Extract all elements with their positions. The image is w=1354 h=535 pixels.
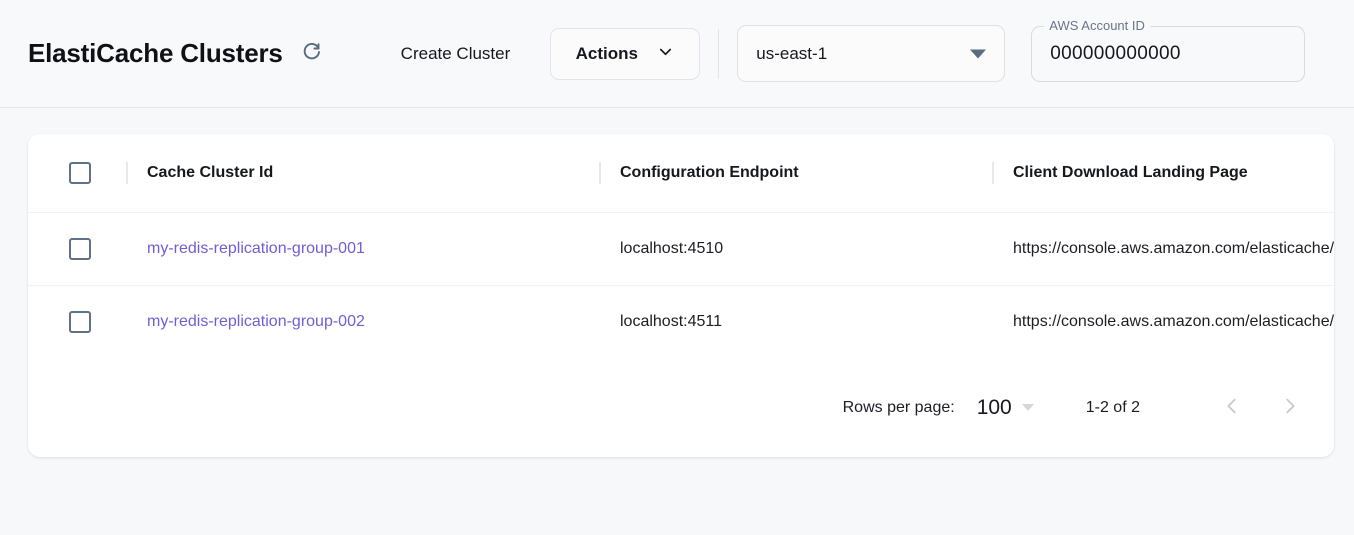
header-divider: [718, 29, 719, 79]
select-all-cell: [28, 162, 126, 184]
refresh-button[interactable]: [297, 39, 327, 69]
chevron-left-icon: [1221, 395, 1243, 420]
table-header-row: Cache Cluster Id Configuration Endpoint …: [28, 134, 1334, 212]
row-checkbox[interactable]: [69, 238, 91, 260]
actions-button-label: Actions: [576, 44, 638, 64]
clusters-table-card: Cache Cluster Id Configuration Endpoint …: [28, 134, 1334, 457]
caret-down-icon: [1022, 404, 1034, 411]
row-select-cell: [28, 311, 126, 333]
aws-account-id-input[interactable]: [1048, 42, 1288, 66]
cell-cache-cluster-id: my-redis-replication-group-002: [147, 313, 599, 331]
row-divider-spacer: [126, 238, 128, 260]
cluster-id-link[interactable]: my-redis-replication-group-001: [147, 240, 365, 257]
column-header-cache-cluster-id[interactable]: Cache Cluster Id: [147, 164, 599, 182]
aws-account-id-label: AWS Account ID: [1044, 19, 1150, 33]
region-select[interactable]: us-east-1: [737, 25, 1005, 82]
aws-account-id-field[interactable]: AWS Account ID: [1031, 26, 1305, 82]
pagination-range-label: 1-2 of 2: [1086, 399, 1140, 417]
row-checkbox[interactable]: [69, 311, 91, 333]
row-divider-spacer: [992, 311, 994, 333]
table-pagination: Rows per page: 100 1-2 of 2: [28, 358, 1334, 457]
page-title: ElastiCache Clusters: [28, 38, 283, 69]
previous-page-button[interactable]: [1210, 386, 1254, 430]
row-divider-spacer: [126, 311, 128, 333]
column-divider: [599, 162, 601, 184]
actions-button[interactable]: Actions: [550, 28, 700, 80]
cell-cache-cluster-id: my-redis-replication-group-001: [147, 240, 599, 258]
rows-per-page-select[interactable]: 100: [977, 396, 1034, 420]
chevron-down-icon: [656, 42, 675, 66]
app-header: ElastiCache Clusters Create Cluster Acti…: [0, 0, 1354, 108]
cell-client-download-landing-page: https://console.aws.amazon.com/elasticac…: [1013, 240, 1334, 258]
table-row[interactable]: my-redis-replication-group-002 localhost…: [28, 285, 1334, 358]
chevron-right-icon: [1279, 395, 1301, 420]
rows-per-page-value: 100: [977, 396, 1012, 420]
refresh-icon: [300, 40, 324, 67]
column-header-configuration-endpoint[interactable]: Configuration Endpoint: [620, 164, 992, 182]
column-divider: [126, 162, 128, 184]
cell-configuration-endpoint: localhost:4510: [620, 240, 992, 258]
column-header-client-download-landing-page[interactable]: Client Download Landing Page: [1013, 164, 1334, 182]
row-divider-spacer: [599, 311, 601, 333]
caret-down-icon: [970, 49, 986, 58]
next-page-button[interactable]: [1268, 386, 1312, 430]
table-row[interactable]: my-redis-replication-group-001 localhost…: [28, 212, 1334, 285]
column-divider: [992, 162, 994, 184]
cluster-id-link[interactable]: my-redis-replication-group-002: [147, 313, 365, 330]
cell-client-download-landing-page: https://console.aws.amazon.com/elasticac…: [1013, 313, 1334, 331]
select-all-checkbox[interactable]: [69, 162, 91, 184]
row-select-cell: [28, 238, 126, 260]
region-select-value: us-east-1: [756, 44, 827, 64]
cell-configuration-endpoint: localhost:4511: [620, 313, 992, 331]
clusters-table: Cache Cluster Id Configuration Endpoint …: [28, 134, 1334, 358]
create-cluster-button[interactable]: Create Cluster: [395, 36, 517, 72]
row-divider-spacer: [992, 238, 994, 260]
row-divider-spacer: [599, 238, 601, 260]
rows-per-page-label: Rows per page:: [843, 399, 955, 417]
